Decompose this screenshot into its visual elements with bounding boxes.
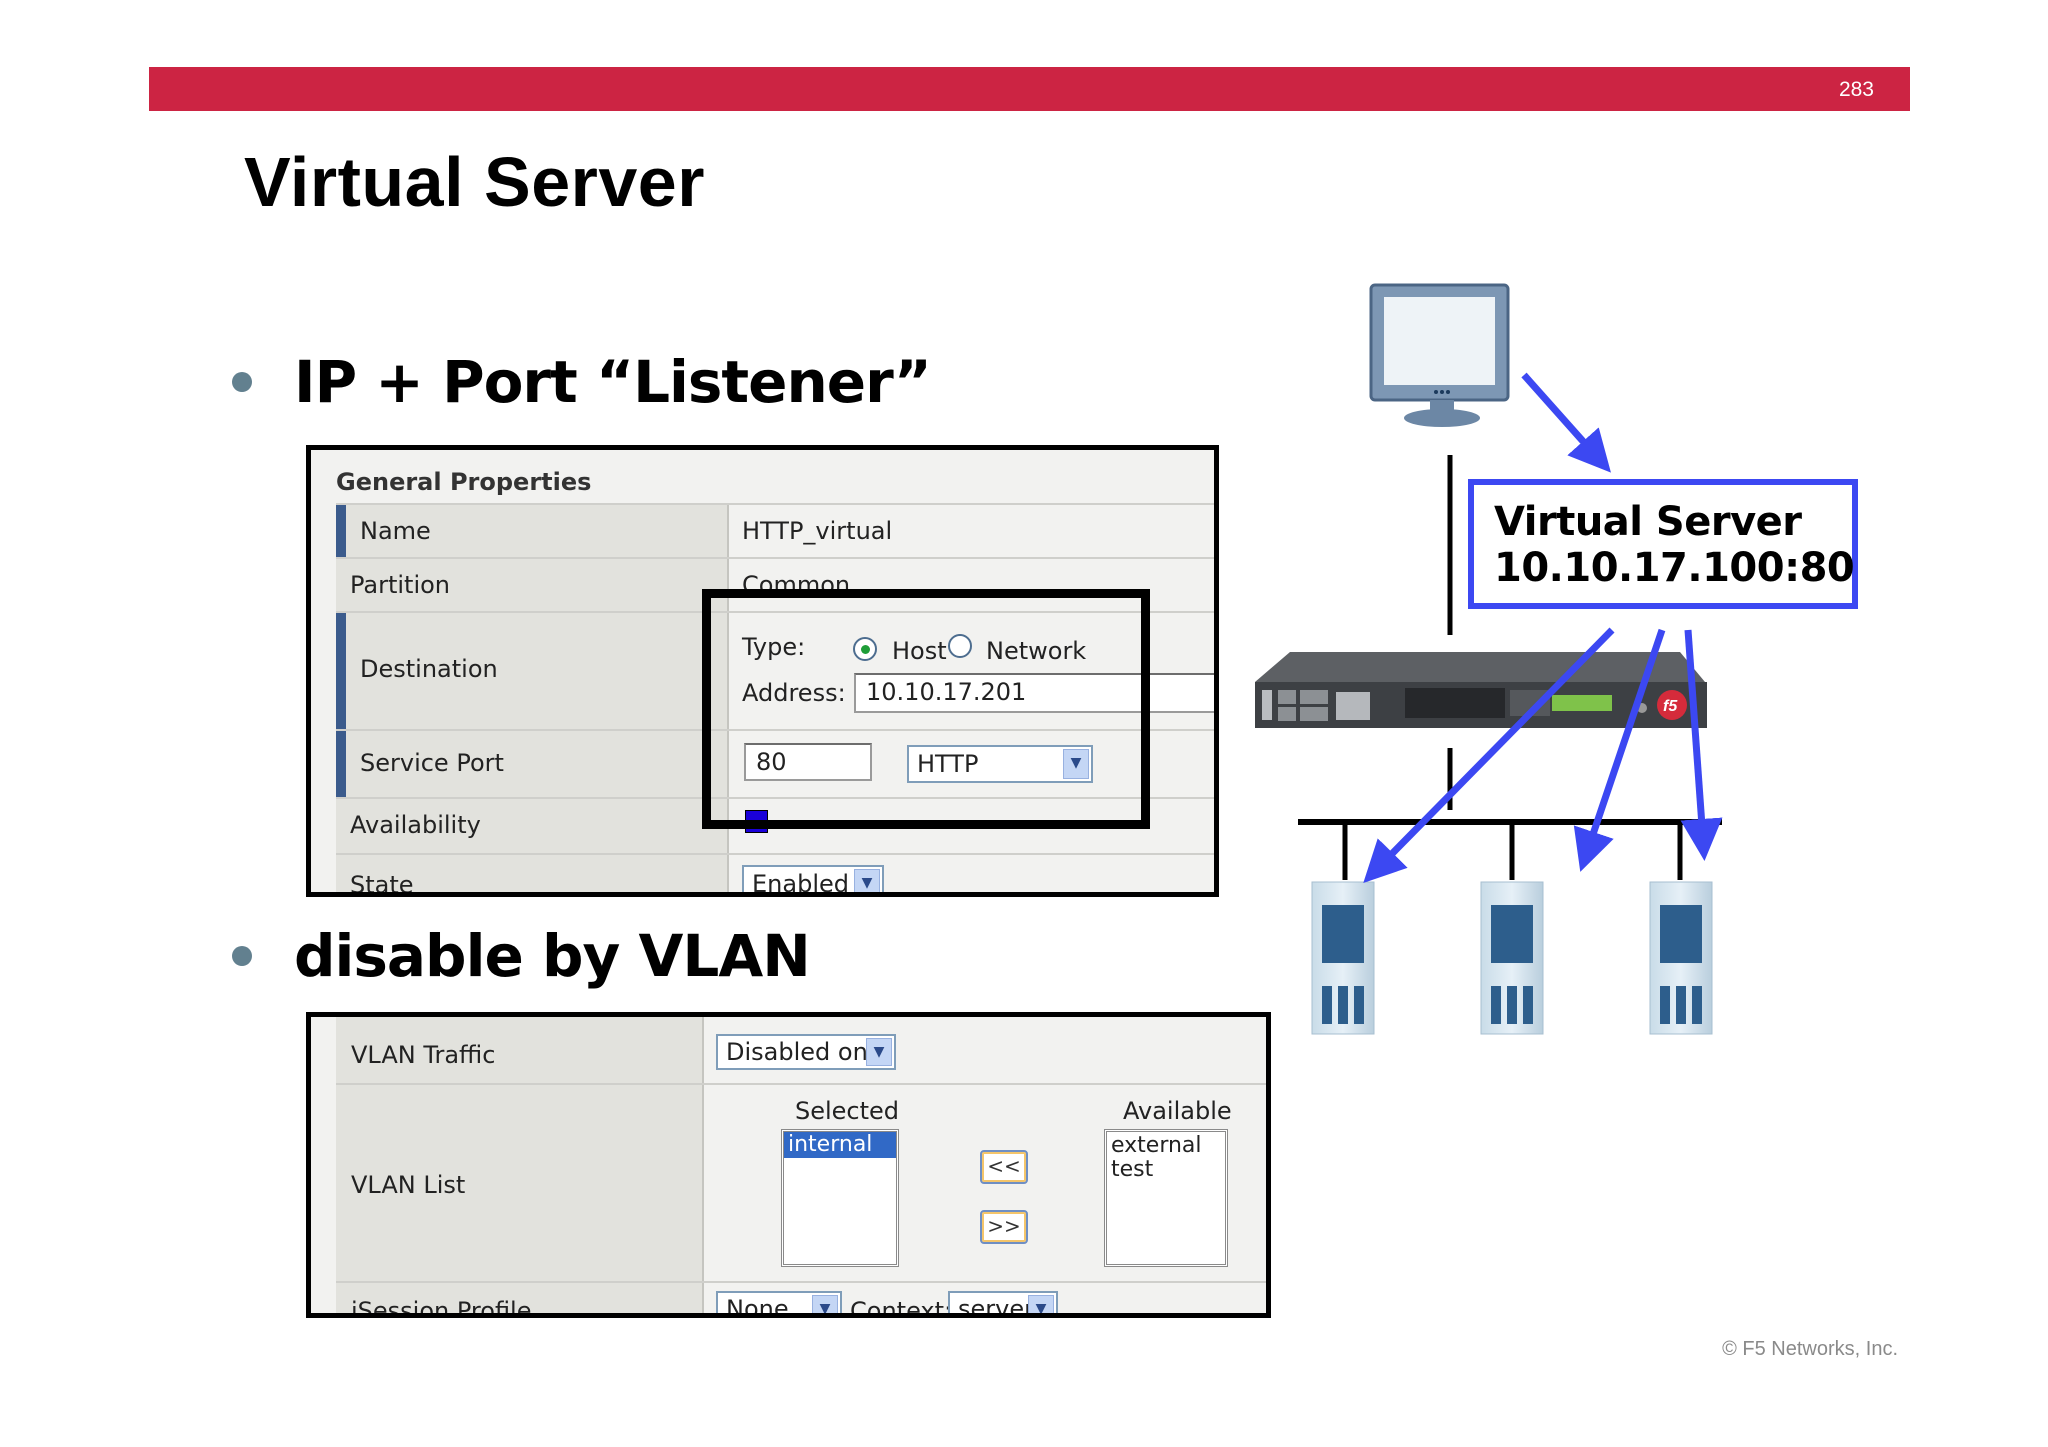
available-vlan-list[interactable]: external test [1104,1129,1228,1267]
context-value: server [958,1295,1034,1318]
vlan-traffic-label: VLAN Traffic [351,1041,496,1069]
vlan-list-label: VLAN List [351,1171,466,1199]
name-value: HTTP_virtual [742,517,893,545]
chevron-down-icon[interactable]: ▼ [812,1295,838,1313]
server-icon [1649,881,1713,1035]
service-port-input[interactable]: 80 [744,743,872,781]
isession-select[interactable]: None ▼ [716,1291,842,1318]
bullet-ip-port: IP + Port “Listener” [232,348,932,416]
copyright: © F5 Networks, Inc. [1722,1338,1898,1360]
list-item-test[interactable]: test [1111,1157,1154,1182]
context-select[interactable]: server ▼ [948,1291,1058,1318]
move-left-button[interactable]: << [980,1150,1028,1184]
vlan-traffic-select[interactable]: Disabled on... ▼ [716,1034,896,1070]
page-number: 283 [1838,78,1874,101]
row-partition: Partition Common [336,557,1214,611]
state-select-value: Enabled [752,870,849,897]
chevron-down-icon[interactable]: ▼ [1063,749,1089,779]
bullet-dot-icon [232,946,252,966]
panel-title: General Properties [336,468,592,496]
row-state: State Enabled ▼ [336,853,1214,897]
row-destination: Destination Type: Host Network Address: … [336,611,1214,729]
slide-title: Virtual Server [244,143,705,221]
chevron-down-icon[interactable]: ▼ [1028,1295,1054,1313]
destination-highlight-box [702,589,1150,829]
destination-label: Destination [360,655,498,683]
move-right-button[interactable]: >> [980,1210,1028,1244]
name-label: Name [360,517,431,545]
isession-label: iSession Profile [351,1297,532,1318]
type-network-label: Network [986,637,1087,665]
type-label: Type: [742,633,806,661]
chevron-down-icon[interactable]: ▼ [854,869,880,892]
bullet-disable-vlan: disable by VLAN [232,922,811,990]
monitor-icon [1369,283,1510,427]
bullet-text: disable by VLAN [294,922,811,990]
header-bar: 283 [149,67,1910,111]
state-label: State [350,871,414,897]
state-select[interactable]: Enabled ▼ [742,865,884,897]
service-select[interactable]: HTTP ▼ [907,745,1093,783]
list-item-internal[interactable]: internal [784,1132,896,1158]
service-select-value: HTTP [917,750,979,778]
row-name: Name HTTP_virtual [336,503,1214,557]
type-network-radio[interactable] [948,634,972,658]
selected-vlan-list[interactable]: internal [781,1129,899,1267]
row-service-port: Service Port 80 HTTP ▼ [336,729,1214,797]
svg-text:f5: f5 [1663,698,1678,715]
list-item-external[interactable]: external [1111,1133,1202,1158]
vs-address: 10.10.17.100:80 [1494,545,1855,591]
service-port-label: Service Port [360,749,504,777]
vlan-panel: VLAN Traffic Disabled on... ▼ VLAN List … [306,1012,1271,1318]
virtual-server-callout: Virtual Server 10.10.17.100:80 [1468,479,1858,609]
traffic-arrows [1363,372,1723,883]
availability-label: Availability [350,811,481,839]
row-availability: Availability [336,797,1214,853]
address-label: Address: [742,679,846,707]
type-host-radio[interactable] [853,637,877,661]
f5-appliance-icon: f5 [1255,652,1707,728]
context-label: Context: [850,1297,953,1318]
server-icon [1480,881,1544,1035]
chevron-down-icon[interactable]: ▼ [866,1038,892,1066]
available-header: Available [1123,1097,1232,1125]
isession-value: None [726,1295,789,1318]
selected-header: Selected [795,1097,900,1125]
vlan-traffic-value: Disabled on... [726,1038,891,1066]
vs-title: Virtual Server [1494,499,1802,545]
server-icon [1311,881,1375,1035]
type-host-label: Host [892,637,947,665]
address-input[interactable]: 10.10.17.201 [854,673,1214,713]
bullet-dot-icon [232,372,252,392]
bullet-text: IP + Port “Listener” [294,348,932,416]
partition-label: Partition [350,571,451,599]
